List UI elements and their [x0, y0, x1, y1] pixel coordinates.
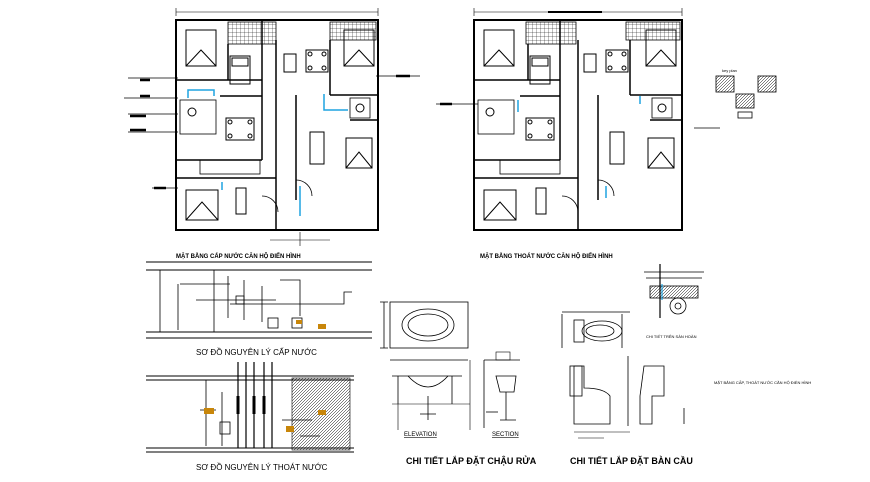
basin-detail-title: CHI TIẾT LẮP ĐẶT CHẬU RỬA [406, 455, 537, 466]
section-label: SECTION [492, 432, 519, 438]
leaders-plan2 [436, 102, 720, 129]
toilet-detail-title: CHI TIẾT LẮP ĐẶT BÀN CẦU [570, 456, 693, 466]
plan-drain-title: MẶT BẰNG THOÁT NƯỚC CĂN HỘ ĐIỂN HÌNH [480, 252, 613, 260]
trap-detail [644, 264, 704, 318]
floor-plan-supply [175, 8, 379, 246]
diagram-supply-title: SƠ ĐỒ NGUYÊN LÝ CẤP NƯỚC [196, 347, 317, 357]
drain-schematic-fixtures [204, 408, 326, 432]
key-plan-label: key plan [722, 68, 737, 73]
leaders-plan1 [124, 74, 420, 190]
supply-pipes-plan1 [187, 89, 348, 216]
toilet-detail [561, 311, 685, 439]
basin-detail [380, 301, 520, 430]
key-plan [715, 75, 777, 119]
trap-detail-label: CHI TIẾT TRÊN SÀN HOÀN [646, 334, 697, 339]
drain-schematic [146, 362, 354, 453]
drain-pipes-plan2 [517, 96, 641, 198]
supply-schematic-fixtures [296, 320, 326, 329]
side-note: MẶT BẰNG CẤP, THOÁT NƯỚC CĂN HỘ ĐIỂN HÌN… [714, 380, 811, 385]
plan-supply-title: MẶT BẰNG CẤP NƯỚC CĂN HỘ ĐIỂN HÌNH [176, 252, 301, 260]
floor-plan-drain [473, 8, 683, 231]
diagram-drain-title: SƠ ĐỒ NGUYÊN LÝ THOÁT NƯỚC [196, 462, 328, 472]
elevation-label: ELEVATION [404, 432, 437, 438]
supply-schematic [146, 261, 372, 339]
